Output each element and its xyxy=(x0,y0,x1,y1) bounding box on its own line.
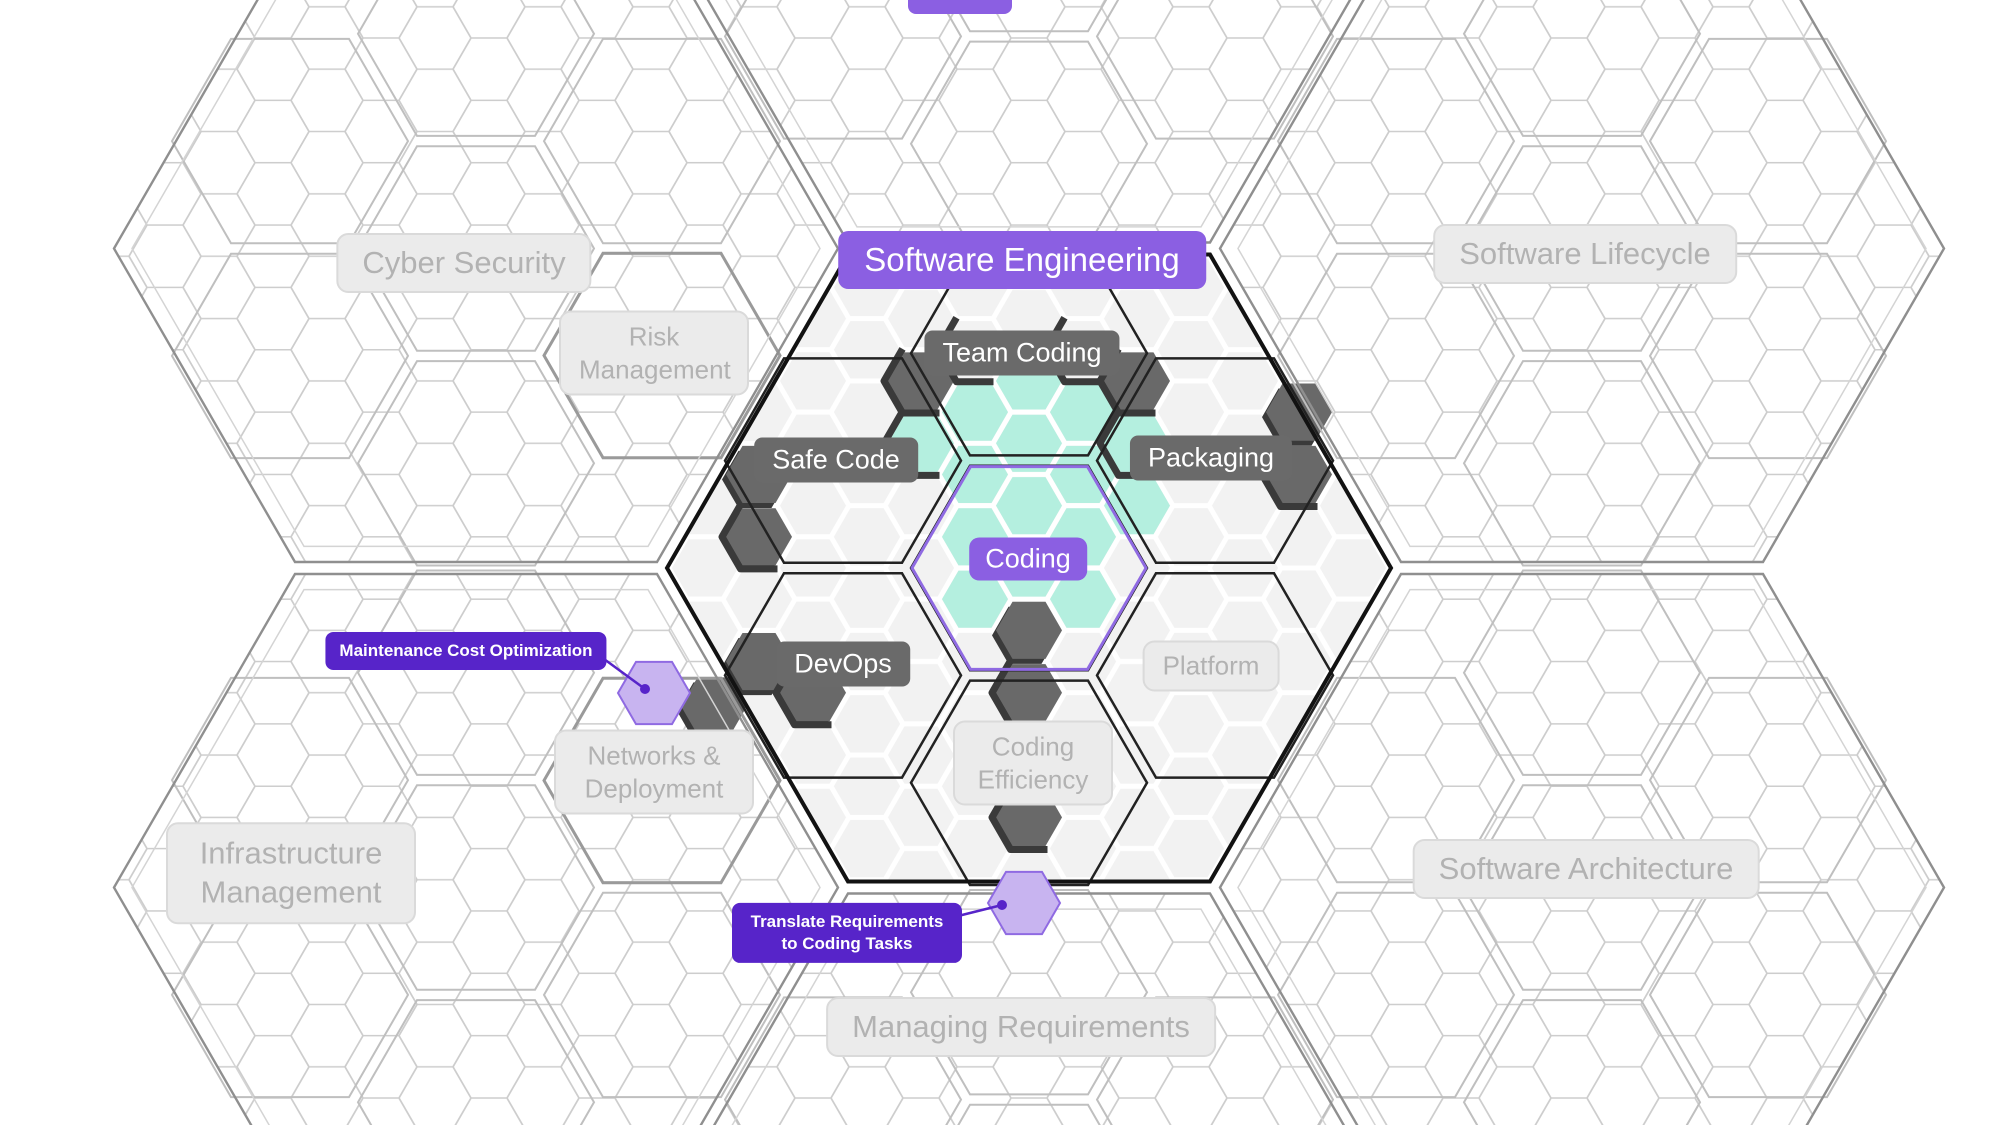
region-label-software-engineering[interactable]: Software Engineering xyxy=(838,231,1206,289)
node-label-risk-management[interactable]: Risk Management xyxy=(559,310,749,396)
region-label-managing-requirements[interactable]: Managing Requirements xyxy=(826,997,1216,1057)
cropped-region-label[interactable] xyxy=(908,0,1012,14)
node-label-coding-efficiency[interactable]: Coding Efficiency xyxy=(953,720,1113,806)
callout-translate-requirements[interactable]: Translate Requirements to Coding Tasks xyxy=(732,902,962,964)
node-label-safe-code[interactable]: Safe Code xyxy=(754,437,918,483)
node-label-coding[interactable]: Coding xyxy=(969,537,1087,581)
node-label-devops[interactable]: DevOps xyxy=(776,641,910,687)
region-label-infrastructure-management[interactable]: Infrastructure Management xyxy=(166,822,416,924)
node-label-networks-deployment[interactable]: Networks & Deployment xyxy=(554,729,754,815)
region-label-software-architecture[interactable]: Software Architecture xyxy=(1412,839,1760,899)
node-label-team-coding[interactable]: Team Coding xyxy=(924,330,1120,376)
node-label-packaging[interactable]: Packaging xyxy=(1129,435,1293,481)
region-label-software-lifecycle[interactable]: Software Lifecycle xyxy=(1433,224,1737,284)
callout-maintenance-cost-optimization[interactable]: Maintenance Cost Optimization xyxy=(325,631,607,671)
node-label-platform[interactable]: Platform xyxy=(1142,640,1280,692)
region-label-cyber-security[interactable]: Cyber Security xyxy=(336,233,592,293)
